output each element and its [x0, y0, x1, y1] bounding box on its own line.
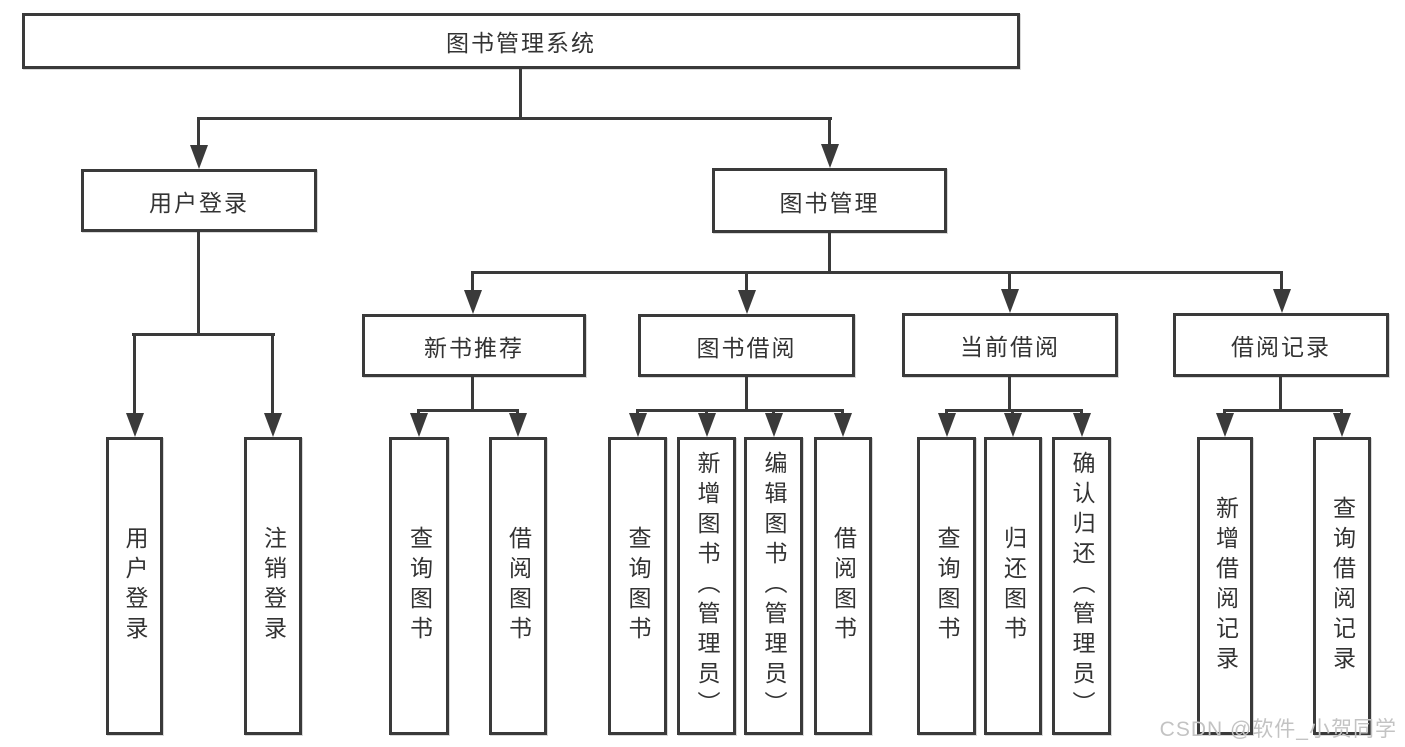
- node-book-borrow: 图书借阅: [638, 314, 855, 377]
- connector-new-rec-bus: [417, 409, 519, 412]
- connector-borrow-stem: [745, 376, 748, 411]
- leaf-label: 编辑图书（管理员）: [761, 451, 787, 721]
- connector-level1-bus: [197, 117, 832, 120]
- arrow-to-leaf-logout: [263, 333, 282, 437]
- arrow-to-leaf-br-query: [1332, 409, 1351, 437]
- arrow-to-leaf-nr-query: [409, 409, 428, 437]
- arrow-to-leaf-login: [125, 333, 144, 437]
- leaf-label: 确认归还（管理员）: [1069, 451, 1095, 721]
- connector-root-stem: [519, 68, 522, 120]
- leaf-current-query-books: 查询图书: [917, 437, 976, 735]
- leaf-records-add-record: 新增借阅记录: [1197, 437, 1253, 735]
- leaf-current-confirm-return-admin: 确认归还（管理员）: [1052, 437, 1111, 735]
- leaf-borrow-add-books-admin: 新增图书（管理员）: [677, 437, 736, 735]
- arrow-to-book-management: [820, 117, 839, 168]
- arrow-to-borrow-records: [1272, 271, 1291, 313]
- arrow-to-leaf-cb-return: [1003, 409, 1022, 437]
- node-new-book-recommend: 新书推荐: [362, 314, 586, 377]
- leaf-label: 借阅图书: [830, 526, 857, 646]
- connector-book-mgmt-stem: [828, 232, 831, 274]
- arrow-to-leaf-bb-query: [628, 409, 647, 437]
- leaf-label: 查询图书: [625, 526, 651, 646]
- leaf-label: 查询借阅记录: [1329, 496, 1356, 676]
- leaf-user-login: 用户登录: [106, 437, 163, 735]
- node-borrow-records: 借阅记录: [1173, 313, 1389, 377]
- leaf-logout: 注销登录: [244, 437, 302, 735]
- leaf-label: 新增借阅记录: [1212, 496, 1239, 676]
- leaf-label: 注销登录: [260, 526, 287, 646]
- leaf-newrec-borrow-books: 借阅图书: [489, 437, 547, 735]
- arrow-to-leaf-cb-query: [937, 409, 956, 437]
- leaf-label: 归还图书: [1000, 526, 1027, 646]
- connector-borrow-bus: [636, 409, 843, 412]
- leaf-label: 借阅图书: [505, 526, 532, 646]
- arrow-to-current-borrow: [1000, 271, 1019, 313]
- arrow-to-leaf-bb-borrow: [833, 409, 852, 437]
- leaf-label: 用户登录: [122, 526, 148, 646]
- node-book-management: 图书管理: [712, 168, 947, 233]
- leaf-newrec-query-books: 查询图书: [389, 437, 449, 735]
- arrow-to-leaf-bb-add: [697, 409, 716, 437]
- leaf-label: 查询图书: [934, 526, 960, 646]
- node-current-borrow: 当前借阅: [902, 313, 1118, 377]
- connector-current-stem: [1008, 376, 1011, 411]
- arrow-to-user-login: [189, 117, 208, 169]
- leaf-borrow-edit-books-admin: 编辑图书（管理员）: [744, 437, 803, 735]
- connector-user-login-stem: [197, 231, 200, 335]
- arrow-to-leaf-nr-borrow: [508, 409, 527, 437]
- node-library-system: 图书管理系统: [22, 13, 1020, 69]
- leaf-label: 新增图书（管理员）: [694, 451, 720, 721]
- arrow-to-new-book-rec: [463, 271, 482, 314]
- connector-records-stem: [1279, 376, 1282, 411]
- connector-user-login-bus: [132, 333, 275, 336]
- arrow-to-leaf-bb-edit: [764, 409, 783, 437]
- connector-new-rec-stem: [471, 376, 474, 411]
- arrow-to-leaf-cb-confirm: [1072, 409, 1091, 437]
- arrow-to-book-borrow: [737, 271, 756, 314]
- arrow-to-leaf-br-add: [1215, 409, 1234, 437]
- node-user-login: 用户登录: [81, 169, 317, 232]
- leaf-borrow-borrow-books: 借阅图书: [814, 437, 872, 735]
- connector-records-bus: [1224, 409, 1343, 412]
- leaf-records-query-record: 查询借阅记录: [1313, 437, 1371, 735]
- leaf-label: 查询图书: [406, 526, 433, 646]
- leaf-borrow-query-books: 查询图书: [608, 437, 667, 735]
- connector-level2-bus: [471, 271, 1283, 274]
- leaf-current-return-books: 归还图书: [984, 437, 1042, 735]
